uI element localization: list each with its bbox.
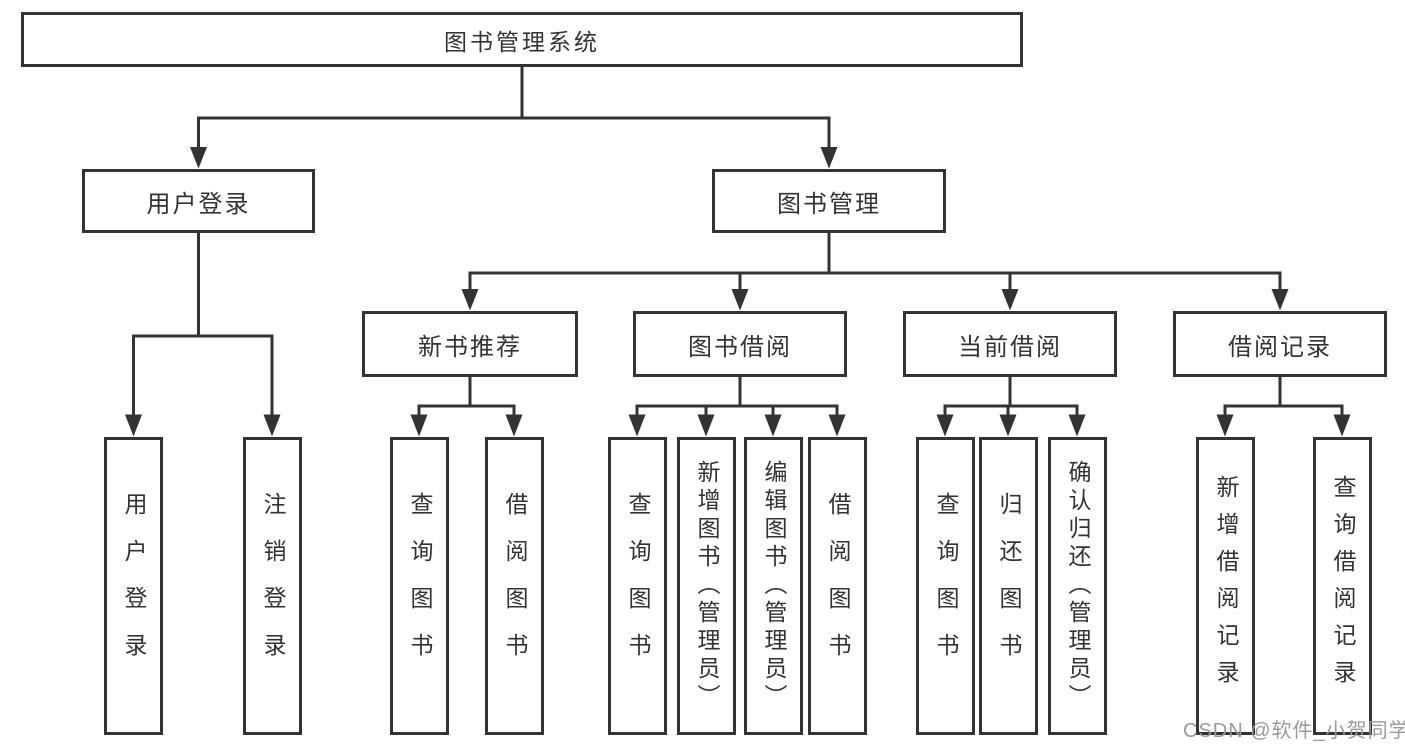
node-query-borrow-record: 查询借阅记录 bbox=[1313, 437, 1372, 735]
node-current-borrow: 当前借阅 bbox=[903, 311, 1117, 377]
node-new-book-recommend: 新书推荐 bbox=[362, 311, 578, 377]
node-root-library-system: 图书管理系统 bbox=[21, 12, 1023, 67]
node-recommend-query-books: 查询图书 bbox=[390, 437, 449, 735]
node-add-books-admin: 新增图书（管理员） bbox=[677, 437, 736, 735]
node-borrow-books: 借阅图书 bbox=[808, 437, 867, 735]
node-recommend-borrow-books: 借阅图书 bbox=[485, 437, 544, 735]
node-confirm-return-admin: 确认归还（管理员） bbox=[1048, 437, 1107, 735]
csdn-watermark: CSDN @软件_小贺同学 bbox=[1183, 720, 1405, 742]
node-edit-books-admin: 编辑图书（管理员） bbox=[744, 437, 803, 735]
node-user-login: 用户登录 bbox=[82, 169, 315, 233]
node-book-borrow: 图书借阅 bbox=[633, 311, 847, 377]
node-borrow-query-books: 查询图书 bbox=[608, 437, 667, 735]
node-return-books: 归还图书 bbox=[979, 437, 1038, 735]
node-book-management: 图书管理 bbox=[712, 169, 946, 233]
node-login: 用户登录 bbox=[104, 437, 163, 735]
node-current-query-books: 查询图书 bbox=[916, 437, 975, 735]
node-borrow-records: 借阅记录 bbox=[1173, 311, 1387, 377]
node-add-borrow-record: 新增借阅记录 bbox=[1196, 437, 1255, 735]
node-logout: 注销登录 bbox=[243, 437, 302, 735]
